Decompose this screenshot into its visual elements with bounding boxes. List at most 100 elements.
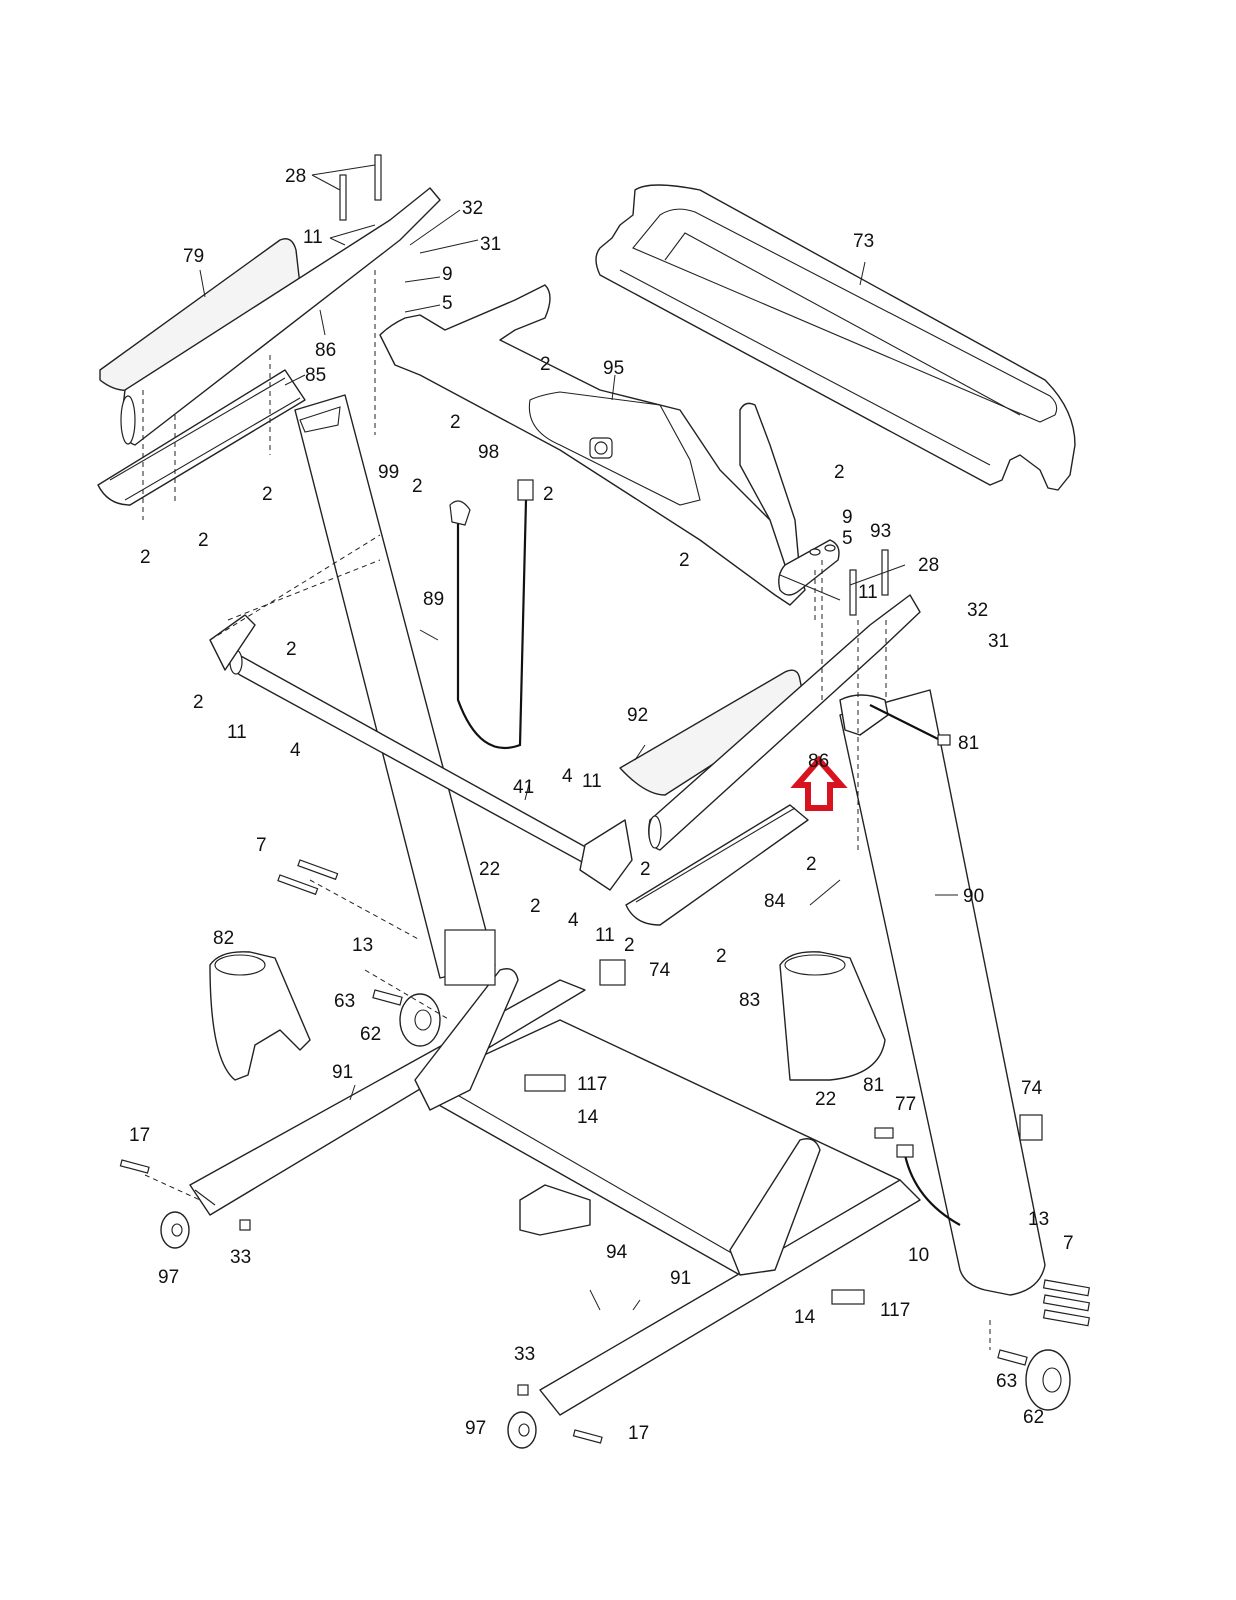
callout-98: 98 xyxy=(478,442,499,463)
highlight-arrow-86 xyxy=(790,755,848,811)
callout-77: 77 xyxy=(895,1094,916,1115)
callout-2: 2 xyxy=(412,476,423,497)
callout-84: 84 xyxy=(764,891,786,912)
part-83-upright-cover-right xyxy=(779,951,886,1081)
callout-97: 97 xyxy=(465,1418,486,1439)
callout-86: 86 xyxy=(315,340,336,361)
callout-117: 117 xyxy=(577,1074,607,1095)
assembly-lines xyxy=(142,270,991,1350)
callout-2: 2 xyxy=(450,412,461,433)
callout-33: 33 xyxy=(230,1247,251,1268)
callout-2: 2 xyxy=(140,547,151,568)
callout-31: 31 xyxy=(480,234,501,255)
upright-bracket-left xyxy=(414,968,519,1111)
callout-7: 7 xyxy=(1063,1233,1074,1254)
hardware-small-parts xyxy=(119,154,1091,1444)
part-62-wheel-right xyxy=(1025,1349,1071,1411)
part-62-wheel-left xyxy=(399,993,441,1047)
callout-28: 28 xyxy=(918,555,939,576)
part-73-accessory-tray xyxy=(595,184,1076,491)
callout-11: 11 xyxy=(227,722,247,743)
callout-62: 62 xyxy=(1023,1407,1044,1428)
part-85-handrail-base xyxy=(97,369,306,506)
callout-2: 2 xyxy=(806,854,817,875)
callout-5: 5 xyxy=(442,293,453,314)
part-86-handrail-left xyxy=(120,187,441,446)
callout-41: 41 xyxy=(513,777,534,798)
callout-2: 2 xyxy=(286,639,297,660)
callout-91: 91 xyxy=(670,1268,691,1289)
callout-2: 2 xyxy=(262,484,273,505)
callout-9: 9 xyxy=(842,507,853,528)
callout-99: 99 xyxy=(378,462,399,483)
callout-83: 83 xyxy=(739,990,760,1011)
callout-97: 97 xyxy=(158,1267,179,1288)
part-84-handrail-base-right xyxy=(625,804,809,926)
callout-73: 73 xyxy=(853,231,874,252)
callout-2: 2 xyxy=(834,462,845,483)
callout-95: 95 xyxy=(603,358,624,379)
callout-2: 2 xyxy=(624,935,635,956)
callout-33: 33 xyxy=(514,1344,535,1365)
callout-2: 2 xyxy=(540,354,551,375)
callout-63: 63 xyxy=(996,1371,1017,1392)
part-97-wheel-right xyxy=(507,1411,537,1449)
callout-92: 92 xyxy=(627,705,648,726)
callout-4: 4 xyxy=(290,740,301,761)
callout-7: 7 xyxy=(256,835,267,856)
callout-14: 14 xyxy=(794,1307,816,1328)
callout-62: 62 xyxy=(360,1024,381,1045)
callout-2: 2 xyxy=(530,896,541,917)
part-77-81-wire-lower xyxy=(874,1127,961,1226)
callout-85: 85 xyxy=(305,365,326,386)
callout-91: 91 xyxy=(332,1062,353,1083)
callout-82: 82 xyxy=(213,928,234,949)
callout-4: 4 xyxy=(568,910,579,931)
callout-11: 11 xyxy=(582,771,602,792)
callout-32: 32 xyxy=(967,600,988,621)
callout-11: 11 xyxy=(595,925,615,946)
callout-93: 93 xyxy=(870,521,891,542)
callout-11: 11 xyxy=(303,227,323,248)
callout-81: 81 xyxy=(863,1075,884,1096)
callout-22: 22 xyxy=(815,1089,836,1110)
callout-17: 17 xyxy=(129,1125,150,1146)
callout-13: 13 xyxy=(352,935,373,956)
callout-2: 2 xyxy=(716,946,727,967)
callout-31: 31 xyxy=(988,631,1009,652)
callout-81: 81 xyxy=(958,733,979,754)
callout-94: 94 xyxy=(606,1242,628,1263)
callout-22: 22 xyxy=(479,859,500,880)
callout-89: 89 xyxy=(423,589,444,610)
part-41-crossbar xyxy=(209,614,633,891)
callout-74: 74 xyxy=(1021,1078,1043,1099)
callout-17: 17 xyxy=(628,1423,649,1444)
callout-28: 28 xyxy=(285,166,306,187)
callout-86-highlighted: 86 xyxy=(808,751,829,772)
part-95-console-frame xyxy=(379,284,806,606)
callout-2: 2 xyxy=(640,859,651,880)
callout-2: 2 xyxy=(198,530,209,551)
callout-63: 63 xyxy=(334,991,355,1012)
callout-2: 2 xyxy=(543,484,554,505)
callout-5: 5 xyxy=(842,528,853,549)
callout-2: 2 xyxy=(679,550,690,571)
callout-14: 14 xyxy=(577,1107,599,1128)
upright-bracket-right xyxy=(729,1138,821,1276)
part-97-wheel-left xyxy=(160,1211,190,1249)
callout-117: 117 xyxy=(880,1300,910,1321)
callout-9: 9 xyxy=(442,264,453,285)
callout-labels: 28 11 32 31 79 9 5 86 85 2 73 95 2 99 2 … xyxy=(129,166,1074,1444)
part-81-wire-harness-upper xyxy=(839,694,951,746)
part-98-safety-key xyxy=(449,479,534,750)
part-90-right-upright xyxy=(839,689,1046,1296)
callout-2: 2 xyxy=(193,692,204,713)
part-82-upright-cover-left xyxy=(209,951,311,1081)
leader-lines xyxy=(199,164,958,1311)
callout-79: 79 xyxy=(183,246,204,267)
part-86-handrail-right xyxy=(648,594,921,851)
callout-74: 74 xyxy=(649,960,671,981)
callout-10: 10 xyxy=(908,1245,929,1266)
callout-90: 90 xyxy=(963,886,984,907)
callout-13: 13 xyxy=(1028,1209,1049,1230)
